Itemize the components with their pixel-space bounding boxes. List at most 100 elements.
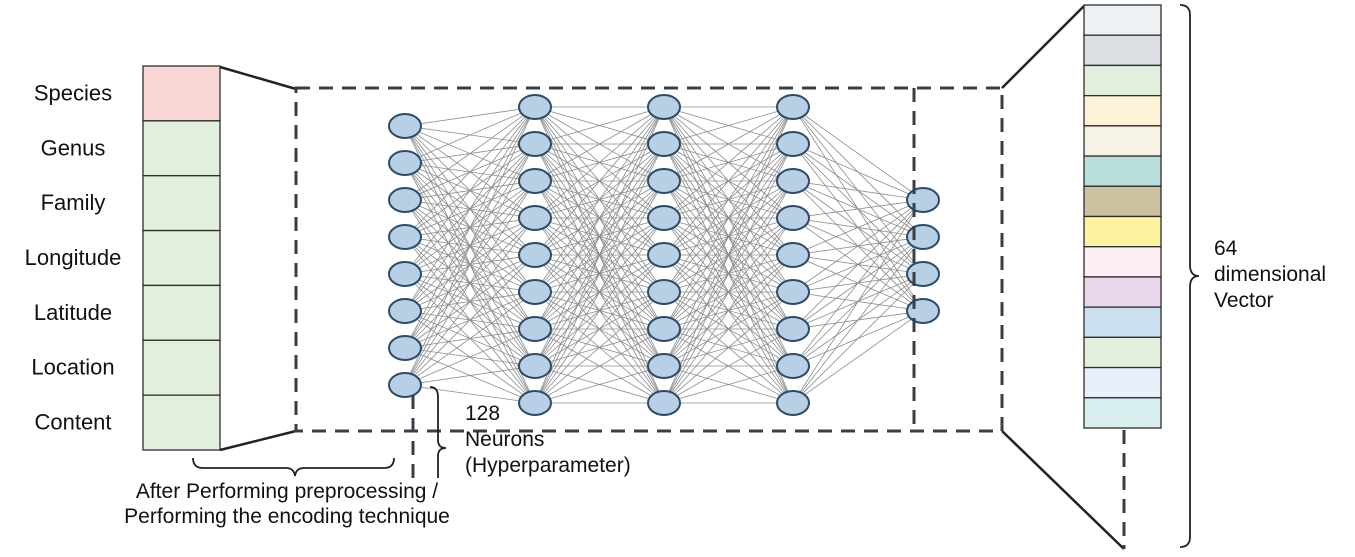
connection (534, 106, 665, 145)
connection (792, 199, 924, 367)
neuron-layer-2 (518, 131, 552, 157)
input-cell (142, 394, 221, 451)
neuron-layer-3 (647, 316, 681, 342)
neuron-layer-3 (647, 168, 681, 194)
neuron-layer-1 (388, 261, 422, 287)
neuron-layer-5 (906, 187, 940, 213)
connection (534, 106, 665, 330)
neuron-layer-4 (776, 168, 810, 194)
neuron-layer-4 (776, 242, 810, 268)
neuron-layer-3 (647, 94, 681, 120)
neuron-layer-3 (647, 353, 681, 379)
connection (534, 106, 665, 219)
neuron-layer-3 (647, 279, 681, 305)
neuron-layer-3 (647, 205, 681, 231)
output-connector-top (1001, 5, 1085, 89)
input-cell (142, 120, 221, 177)
connection (792, 273, 924, 404)
connection (663, 254, 794, 404)
connection (534, 180, 665, 404)
connection (404, 180, 536, 386)
input-cell (142, 339, 221, 396)
feature-label-longitude: Longitude (25, 245, 122, 270)
connection (534, 106, 665, 182)
connection (404, 106, 536, 312)
neuron-layer-2 (518, 316, 552, 342)
neuron-layer-2 (518, 279, 552, 305)
connection (792, 106, 924, 201)
neuron-layer-4 (776, 94, 810, 120)
input-cell (142, 229, 221, 287)
connection (663, 106, 794, 256)
connection (404, 106, 536, 201)
neuron-layer-1 (388, 335, 422, 361)
neuron-count-line-1: 128 (465, 402, 500, 425)
preprocessing-caption-line-2: Performing the encoding technique (124, 505, 450, 528)
connection (792, 143, 924, 201)
connection (534, 291, 665, 404)
connection (404, 106, 536, 164)
connection (663, 106, 794, 182)
output-dim-line-2: dimensional (1214, 263, 1326, 286)
neuron-layer-5 (906, 261, 940, 287)
input-connector-bottom (219, 429, 297, 452)
output-cell (1083, 215, 1162, 248)
connection (534, 106, 665, 256)
neuron-count-line-2: Neurons (465, 428, 544, 451)
output-connector-bottom (1001, 430, 1125, 550)
feature-label-genus: Genus (41, 135, 106, 160)
connection (534, 328, 665, 404)
neuron-layer-4 (776, 131, 810, 157)
output-cell (1083, 155, 1162, 187)
connection (404, 217, 536, 386)
output-dim-line-1: 64 (1214, 237, 1238, 260)
network-dashed-box (294, 86, 1004, 433)
output-vector (1083, 4, 1162, 429)
neuron-layer-4 (776, 316, 810, 342)
connection (792, 199, 924, 330)
connection (404, 106, 536, 127)
feature-label-latitude: Latitude (34, 300, 112, 325)
neuron-count-brace (429, 386, 447, 478)
connection (792, 199, 924, 256)
feature-label-location: Location (31, 355, 114, 380)
connection (663, 365, 794, 404)
neuron-layer-5 (906, 298, 940, 324)
neuron-layer-2 (518, 242, 552, 268)
neuron-layer-1 (388, 113, 422, 139)
connection (404, 106, 536, 349)
connection (792, 199, 924, 219)
connection (404, 106, 536, 386)
input-cell (142, 284, 221, 341)
neuron-layer-1 (388, 372, 422, 398)
connection (534, 217, 665, 404)
neuron-layer-4 (776, 390, 810, 416)
connection (534, 143, 665, 404)
neuron-layer-1 (388, 224, 422, 250)
connection (663, 106, 794, 219)
connection (663, 106, 794, 404)
preprocessing-caption-line-1: After Performing preprocessing / (136, 480, 438, 503)
neuron-layer-4 (776, 205, 810, 231)
output-cell (1083, 64, 1162, 97)
connection (663, 328, 794, 404)
connection (534, 365, 665, 404)
connection (404, 291, 536, 386)
connection (792, 199, 924, 404)
neuron-layer-2 (518, 94, 552, 120)
connection (663, 217, 794, 404)
output-cell (1083, 34, 1162, 67)
neuron-layer-3 (647, 390, 681, 416)
connection (404, 106, 536, 238)
output-cell (1083, 366, 1162, 399)
connection (663, 180, 794, 404)
feature-label-content: Content (34, 410, 111, 435)
output-cell (1083, 94, 1162, 127)
network-connections (404, 106, 924, 404)
connection (792, 310, 924, 404)
feature-label-family: Family (41, 190, 106, 215)
connection (792, 180, 924, 201)
feature-label-species: Species (34, 80, 112, 105)
preprocessing-brace (192, 457, 395, 477)
